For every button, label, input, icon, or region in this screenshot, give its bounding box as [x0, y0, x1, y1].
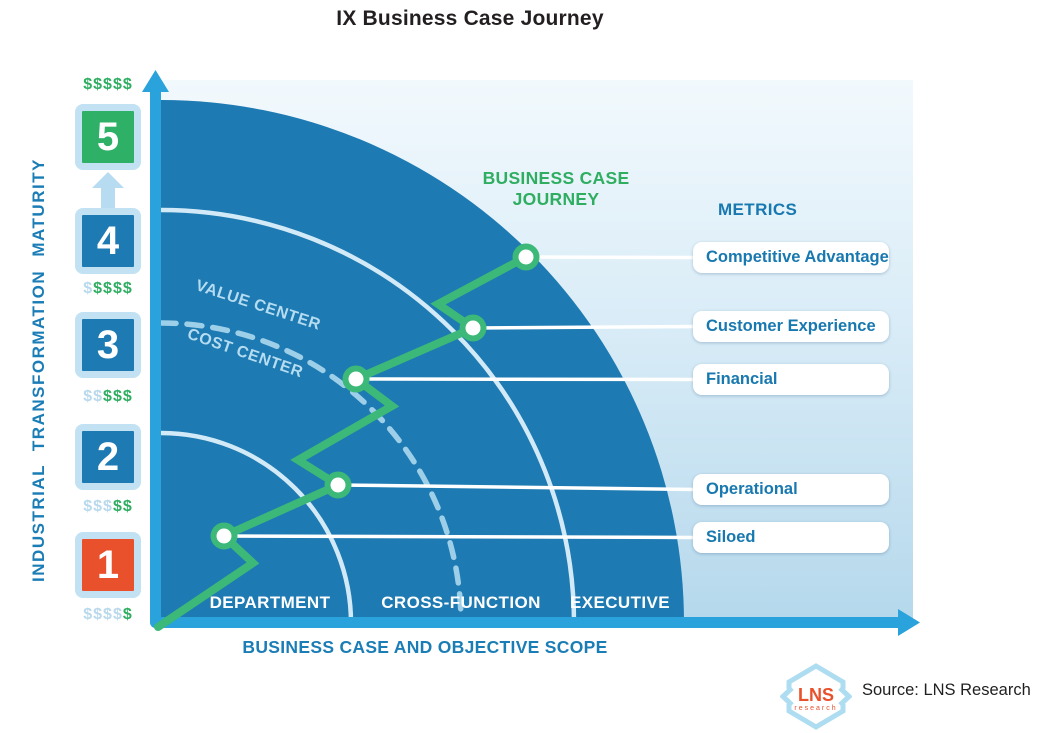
- journey-label-line2: JOURNEY: [512, 189, 600, 209]
- dollars-green: $$$$: [93, 280, 133, 297]
- business-case-journey-label: BUSINESS CASE JOURNEY: [456, 168, 656, 210]
- logo-chevron-right-icon: [838, 686, 852, 707]
- band-label-department: DEPARTMENT: [209, 593, 331, 612]
- metric-pill-competitive-advantage: Competitive Advantage: [693, 242, 889, 273]
- logo-chevron-left-icon: [780, 686, 794, 707]
- page-title: IX Business Case Journey: [336, 7, 604, 30]
- maturity-dollars-5: $$$$$: [70, 76, 146, 94]
- axes-lines: [150, 88, 900, 628]
- dollars-grey: $$: [83, 388, 104, 405]
- journey-node-competitive-advantage: [512, 243, 540, 271]
- maturity-dollars-4: $$$$$: [70, 280, 146, 298]
- band-label-cross-function: CROSS-FUNCTION: [381, 593, 541, 612]
- journey-node-siloed: [210, 522, 238, 550]
- logo-text-lns: LNS: [798, 685, 834, 705]
- band-arc-department-boundary: [160, 430, 354, 624]
- metric-pill-financial: Financial: [693, 364, 889, 395]
- maturity-up-arrow-stem: [101, 186, 115, 208]
- maturity-box-2: 2: [75, 424, 141, 490]
- y-axis-label: INDUSTRIAL TRANSFORMATION MATURITY: [29, 158, 48, 582]
- maturity-dollars-1: $$$$$: [70, 606, 146, 624]
- journey-nodes: [210, 243, 540, 550]
- logo-hexagon-bottom: [786, 704, 846, 730]
- maturity-box-1: 1: [75, 532, 141, 598]
- dollars-green: $$$: [103, 388, 133, 405]
- x-axis-arrowhead: [898, 609, 920, 636]
- value-cost-dashed-arc: [158, 320, 464, 626]
- band-arc-crossfunction-boundary: [160, 207, 577, 624]
- metric-pill-siloed: Siloed: [693, 522, 889, 553]
- metric-pill-operational: Operational: [693, 474, 889, 505]
- metric-pill-customer-experience: Customer Experience: [693, 311, 889, 342]
- metrics-header: METRICS: [718, 200, 798, 219]
- dollars-green: $$$$$: [83, 76, 133, 93]
- y-axis-arrowhead: [142, 70, 169, 92]
- maturity-dollars-2: $$$$$: [70, 498, 146, 516]
- journey-label-line1: BUSINESS CASE: [482, 168, 630, 188]
- maturity-box-3: 3: [75, 312, 141, 378]
- dollars-grey: $$$: [83, 498, 113, 515]
- dollars-grey: $$$$: [83, 606, 123, 623]
- journey-node-customer-experience: [459, 314, 487, 342]
- journey-line: [154, 253, 530, 631]
- source-attribution: Source: LNS Research: [862, 681, 1031, 699]
- logo-hexagon-top: [786, 663, 846, 689]
- journey-node-financial: [342, 365, 370, 393]
- dollars-green: $$: [112, 498, 133, 515]
- maturity-up-arrow-icon: [92, 172, 124, 188]
- dollars-green: $: [122, 606, 133, 623]
- band-label-executive: EXECUTIVE: [570, 593, 670, 612]
- dollars-grey: $: [83, 280, 94, 297]
- maturity-box-5: 5: [75, 104, 141, 170]
- x-axis-label: BUSINESS CASE AND OBJECTIVE SCOPE: [242, 637, 608, 657]
- journey-node-operational: [324, 471, 352, 499]
- logo-text-research: research: [794, 705, 837, 712]
- metric-connector-lines: [223, 255, 698, 540]
- lns-research-logo: LNS research: [780, 663, 852, 730]
- maturity-box-4: 4: [75, 208, 141, 274]
- maturity-dollars-3: $$$$$: [70, 388, 146, 406]
